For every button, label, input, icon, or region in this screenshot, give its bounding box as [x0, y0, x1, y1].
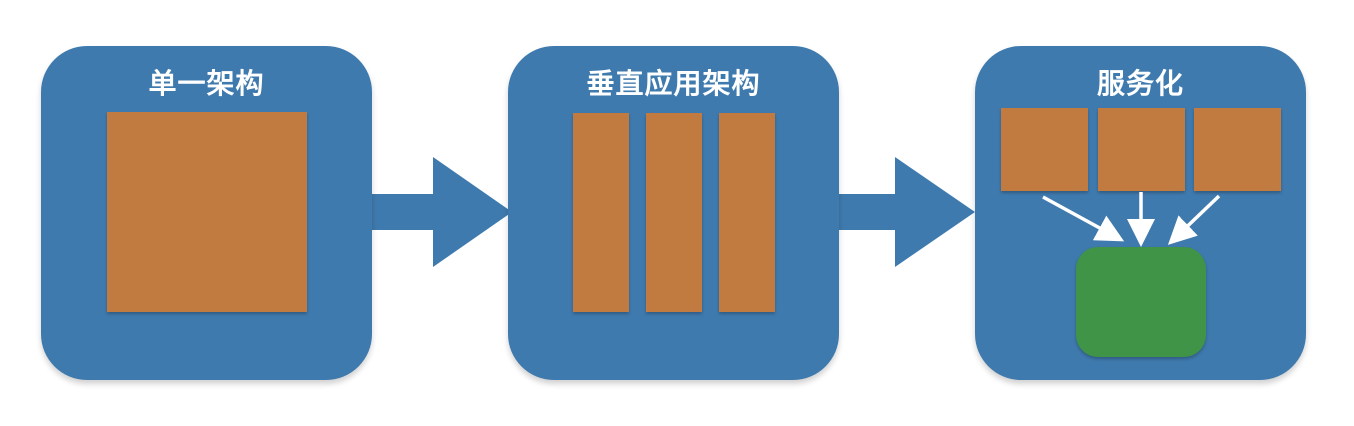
shared-service-block — [1076, 247, 1206, 357]
arrow-monolith-to-vertical — [368, 157, 512, 267]
connector-arrow — [1167, 194, 1221, 245]
monolith-block — [107, 112, 307, 312]
panel-title: 服务化 — [1096, 67, 1184, 100]
vertical-app-block — [719, 113, 775, 312]
panel-title: 单一架构 — [148, 67, 265, 100]
vertical-app-block — [646, 113, 702, 312]
arrow-vertical-to-service — [836, 157, 975, 267]
panel-title: 垂直应用架构 — [586, 67, 761, 100]
connector-arrow — [1042, 195, 1125, 242]
service-consumer-block — [1098, 108, 1185, 191]
service-consumer-block — [1001, 108, 1088, 191]
vertical-app-block — [573, 113, 629, 312]
service-consumer-block — [1194, 108, 1281, 191]
